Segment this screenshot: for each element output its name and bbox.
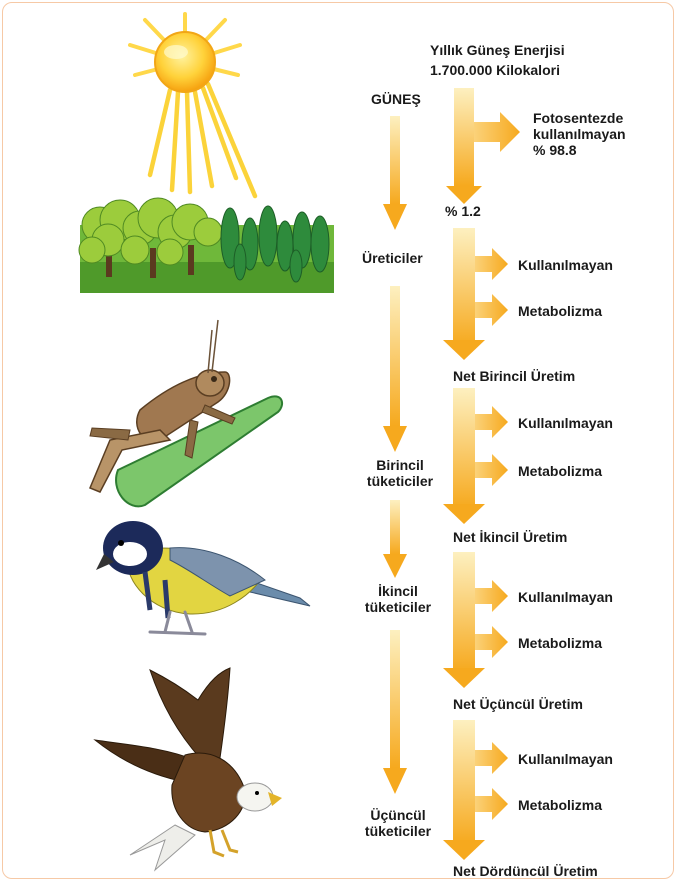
- sun-label: GÜNEŞ: [371, 91, 421, 107]
- sun-energy-label: Yıllık Güneş Enerjisi: [430, 42, 565, 58]
- sun-energy-value: 1.700.000 Kilokalori: [430, 62, 560, 78]
- metabolism-label: Metabolizma: [518, 635, 602, 651]
- level-arrow: [443, 228, 508, 360]
- metabolism-label: Metabolizma: [518, 463, 602, 479]
- chain-arrow: [383, 116, 407, 230]
- level-label-tertiary-consumers-line1: Üçüncül: [358, 807, 438, 823]
- level-label-tertiary-consumers-line2: tüketiciler: [358, 823, 438, 839]
- chain-arrow: [383, 286, 407, 452]
- eagle-icon: [95, 668, 282, 870]
- level-arrow: [443, 388, 508, 524]
- metabolism-label: Metabolizma: [518, 797, 602, 813]
- chain-arrows: [383, 116, 407, 794]
- net-production-label: Net İkincil Üretim: [453, 529, 567, 545]
- metabolism-label: Metabolizma: [518, 303, 602, 319]
- used-percent: % 1.2: [445, 203, 481, 219]
- level-arrow: [443, 552, 508, 688]
- unused-photosynthesis-line2: kullanılmayan: [533, 126, 626, 142]
- unused-label: Kullanılmayan: [518, 257, 613, 273]
- unused-photosynthesis-line1: Fotosentezde: [533, 110, 623, 126]
- grasshopper-icon: [90, 320, 282, 506]
- chain-arrow: [383, 500, 407, 578]
- chain-arrow: [383, 630, 407, 794]
- level-label-producers: Üreticiler: [362, 250, 423, 266]
- level-label-primary-consumers-line1: Birincil: [360, 457, 440, 473]
- unused-photosynthesis-percent: % 98.8: [533, 142, 577, 158]
- unused-label: Kullanılmayan: [518, 589, 613, 605]
- net-production-label: Net Dördüncül Üretim: [453, 863, 598, 879]
- sun-icon: [130, 14, 255, 196]
- unused-label: Kullanılmayan: [518, 751, 613, 767]
- level-label-secondary-consumers-line1: İkincil: [358, 583, 438, 599]
- level-arrow: [443, 720, 508, 860]
- net-production-label: Net Üçüncül Üretim: [453, 696, 583, 712]
- level-label-primary-consumers-line2: tüketiciler: [360, 473, 440, 489]
- bird-icon: [96, 521, 310, 634]
- unused-label: Kullanılmayan: [518, 415, 613, 431]
- sun-energy-arrow: [446, 88, 520, 204]
- trees-icon: [79, 198, 334, 293]
- net-production-label: Net Birincil Üretim: [453, 368, 575, 384]
- level-label-secondary-consumers-line2: tüketiciler: [358, 599, 438, 615]
